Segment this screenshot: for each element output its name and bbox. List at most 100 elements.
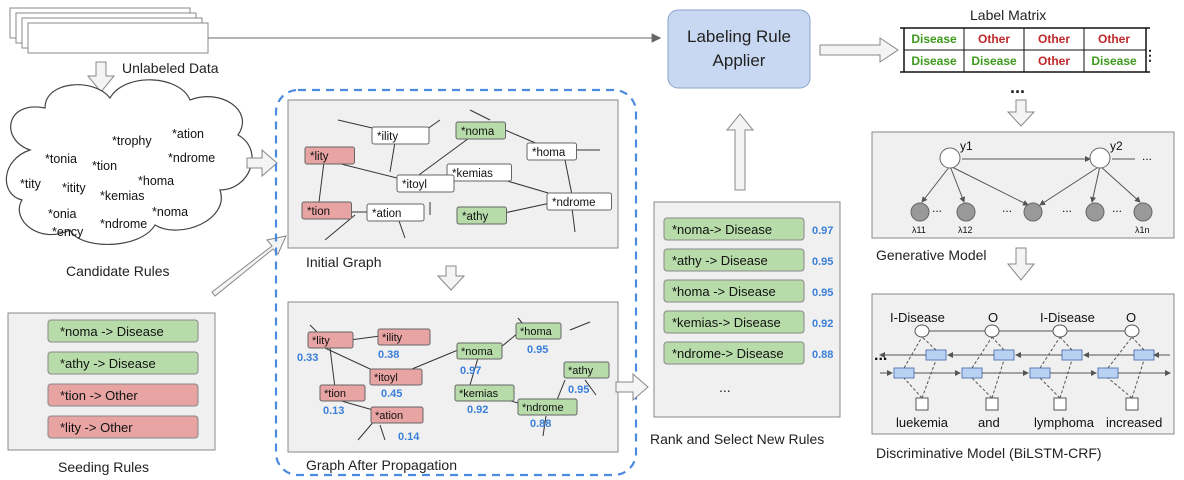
input-to-lstm bbox=[1131, 359, 1145, 399]
crf-tag: O bbox=[1126, 310, 1136, 325]
graph-node bbox=[304, 146, 355, 165]
propagated-node-score: 0.92 bbox=[467, 404, 488, 416]
ellipsis: ... bbox=[1062, 201, 1072, 215]
matrix-row-ellipsis: ... bbox=[1010, 77, 1025, 97]
propagated-node-score: 0.13 bbox=[323, 405, 344, 417]
generative-model-graph bbox=[921, 156, 1141, 206]
up-arrow-icon bbox=[725, 113, 755, 191]
label-matrix-cell: Other bbox=[978, 32, 1010, 46]
propagated-node bbox=[456, 342, 503, 360]
discriminative-model-panel bbox=[871, 293, 1175, 435]
propagated-node bbox=[370, 406, 424, 424]
propagated-graph-panel bbox=[287, 301, 619, 453]
lstm-to-crf bbox=[1039, 336, 1061, 369]
applier-title-line2: Applier bbox=[713, 51, 766, 70]
lstm-to-crf bbox=[1131, 336, 1145, 351]
graph-node-label: *ility bbox=[377, 131, 398, 143]
input-to-lstm bbox=[1107, 377, 1133, 399]
right-arrow-icon bbox=[615, 372, 649, 402]
new-rule-text: *homa -> Disease bbox=[672, 284, 776, 299]
graph-node-label: *lity bbox=[310, 151, 329, 163]
ellipsis: ... bbox=[1002, 201, 1012, 215]
graph-node-label: *ndrome bbox=[552, 197, 595, 209]
seeding-rules-label: Seeding Rules bbox=[58, 459, 149, 475]
new-rule-score: 0.95 bbox=[812, 256, 833, 268]
propagated-node-label: *homa bbox=[520, 326, 553, 338]
seeding-rule-box bbox=[47, 415, 199, 439]
new-rule-box bbox=[663, 217, 805, 241]
seeding-rule-box bbox=[47, 351, 199, 375]
down-arrow-icon bbox=[436, 265, 466, 291]
matrix-col-ellipsis: ⋮ bbox=[1143, 47, 1157, 63]
crf-tag: O bbox=[988, 310, 998, 325]
lambda-node bbox=[956, 202, 976, 222]
crf-tag: I-Disease bbox=[1040, 310, 1095, 325]
lstm-to-crf bbox=[903, 336, 923, 369]
candidate-rule: *homa bbox=[138, 174, 174, 188]
generative-model-panel bbox=[871, 131, 1175, 239]
input-to-lstm bbox=[903, 377, 923, 399]
propagated-node bbox=[369, 368, 423, 386]
discriminative-model-label: Discriminative Model (BiLSTM-CRF) bbox=[876, 445, 1102, 461]
seeding-rule-text: *lity -> Other bbox=[60, 420, 133, 435]
lambda-node bbox=[1085, 202, 1105, 222]
propagated-node bbox=[515, 322, 562, 340]
y2-label: y2 bbox=[1110, 139, 1123, 153]
backward-lstm-cell bbox=[1133, 349, 1155, 361]
candidate-rule: *ndrome bbox=[100, 217, 147, 231]
down-arrow-icon bbox=[1006, 99, 1036, 127]
propagated-node bbox=[517, 398, 578, 416]
crf-node bbox=[914, 324, 930, 338]
graph-node bbox=[455, 121, 506, 140]
label-matrix-cell: Disease bbox=[911, 32, 957, 46]
new-rule-text: *kemias-> Disease bbox=[672, 315, 781, 330]
candidate-rules-list: *trophy*ation*tonia*tion*ndrome*tity*iti… bbox=[20, 127, 215, 239]
backward-lstm-cell bbox=[993, 349, 1015, 361]
graph-after-propagation-label: Graph After Propagation bbox=[306, 457, 457, 473]
rank-select-label: Rank and Select New Rules bbox=[650, 431, 824, 447]
propagated-node-label: *tion bbox=[324, 388, 346, 400]
new-rule-score: 0.97 bbox=[812, 225, 833, 237]
lstm-ellipsis: ... bbox=[874, 347, 887, 364]
lambda-11-label: λ11 bbox=[912, 225, 926, 235]
y2-node bbox=[1089, 147, 1111, 169]
input-word: increased bbox=[1106, 415, 1162, 430]
y1-node bbox=[939, 147, 961, 169]
graph-node bbox=[371, 126, 430, 145]
backward-lstm-cell bbox=[925, 349, 947, 361]
propagated-node-label: *kemias bbox=[459, 388, 499, 400]
applier-title-line1: Labeling Rule bbox=[687, 27, 791, 46]
input-word: lymphoma bbox=[1034, 415, 1095, 430]
lstm-to-crf bbox=[991, 336, 1005, 351]
graph-node bbox=[526, 142, 577, 161]
propagated-node-score: 0.38 bbox=[378, 349, 399, 361]
graph-node bbox=[366, 203, 425, 222]
lambda-node bbox=[1133, 202, 1153, 222]
forward-lstm-cell bbox=[1029, 367, 1051, 379]
propagated-node-score: 0.45 bbox=[381, 388, 402, 400]
input-word: luekemia bbox=[896, 415, 949, 430]
label-matrix-cell: Disease bbox=[911, 54, 957, 68]
propagated-node bbox=[454, 384, 515, 402]
graph-node-label: *tion bbox=[307, 206, 330, 218]
new-rule-score: 0.92 bbox=[812, 318, 833, 330]
forward-lstm-cell bbox=[893, 367, 915, 379]
crf-node bbox=[984, 324, 1000, 338]
graph-node bbox=[396, 174, 455, 193]
new-rule-box bbox=[663, 279, 805, 303]
propagated-node-score: 0.95 bbox=[568, 384, 589, 396]
rank-ellipsis: ... bbox=[719, 379, 731, 395]
lstm-to-crf bbox=[971, 336, 993, 369]
lambda-node bbox=[1023, 202, 1043, 222]
graph-node-label: *ation bbox=[372, 208, 401, 220]
propagated-node bbox=[377, 328, 431, 346]
lstm-to-crf bbox=[1107, 336, 1133, 369]
forward-lstm-cell bbox=[1097, 367, 1119, 379]
seeding-rule-text: *tion -> Other bbox=[60, 388, 138, 403]
propagated-node bbox=[319, 384, 366, 402]
seeding-rule-text: *athy -> Disease bbox=[60, 356, 156, 371]
